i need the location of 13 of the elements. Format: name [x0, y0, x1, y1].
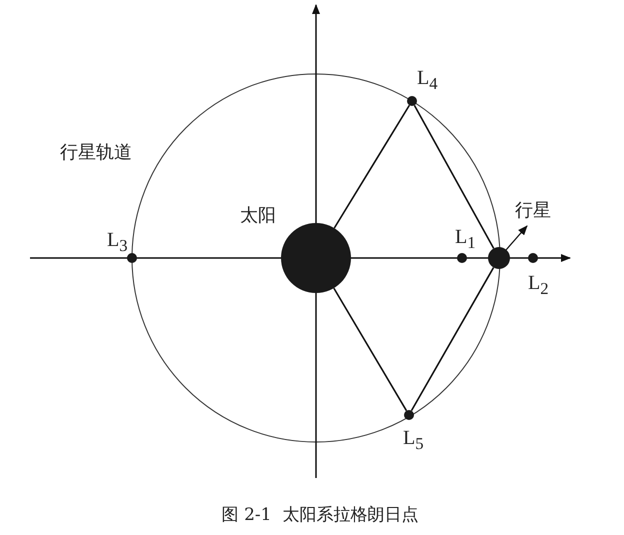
point-label: L$_{3}$ — [107, 230, 128, 255]
point-label: L$_{4}$ — [417, 68, 438, 93]
connector-line — [334, 104, 410, 229]
point-label: L$_{1}$ — [455, 227, 476, 252]
point-label: 太阳 — [240, 207, 276, 225]
point-label: 行星 — [515, 202, 551, 220]
connector-line — [333, 288, 408, 412]
point-label: L$_{2}$ — [528, 273, 549, 298]
orbit-label: 行星轨道 — [60, 144, 132, 162]
connector-line — [410, 267, 494, 412]
connector-line — [414, 104, 494, 249]
point-label: L$_{5}$ — [403, 428, 424, 453]
figure-caption: 图 2-1 太阳系拉格朗日点 — [220, 507, 420, 524]
